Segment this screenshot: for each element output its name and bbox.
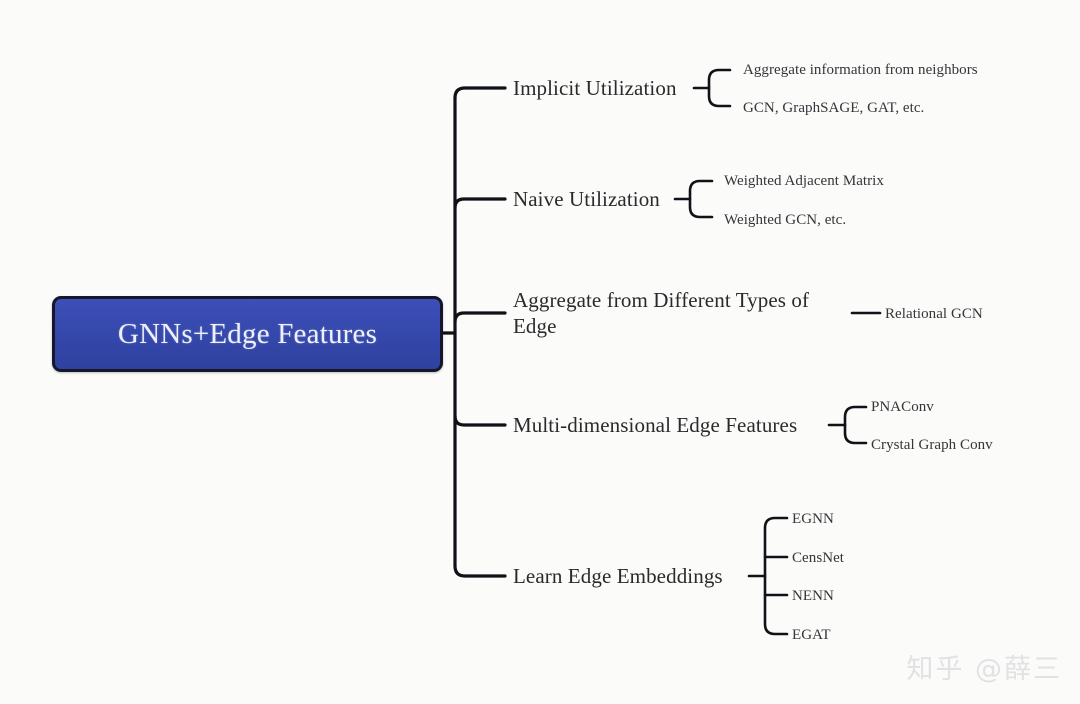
- branch-line-multi-dimensional: [453, 414, 507, 427]
- subbracket-implicit: [707, 68, 732, 108]
- subbracket-learnedge: [763, 516, 789, 636]
- branch-label-learn-edge-embeddings[interactable]: Learn Edge Embeddings: [513, 564, 723, 588]
- leaf-label-egnn[interactable]: EGNN: [792, 511, 834, 527]
- branch-label-aggregate-types[interactable]: Aggregate from Different Types of Edge: [513, 288, 810, 338]
- leaf-label-aggregate-information[interactable]: Aggregate information from neighbors: [743, 62, 978, 78]
- branch-label-multi-dimensional[interactable]: Multi-dimensional Edge Features: [513, 413, 798, 437]
- branch-line-aggregate-types: [453, 311, 507, 324]
- subbracket-multidim: [843, 405, 868, 445]
- leaf-label-relational-gcn[interactable]: Relational GCN: [885, 306, 983, 322]
- root-node[interactable]: GNNs+Edge Features: [52, 296, 443, 372]
- leaf-label-crystal-graph-conv[interactable]: Crystal Graph Conv: [871, 437, 993, 453]
- leaf-label-weighted-adjacent-matrix[interactable]: Weighted Adjacent Matrix: [724, 173, 884, 189]
- branch-line-learn-edge-embeddings: [453, 564, 507, 578]
- leaf-label-pnaconv[interactable]: PNAConv: [871, 399, 934, 415]
- root-node-label: GNNs+Edge Features: [117, 317, 378, 350]
- leaf-label-weighted-gcn[interactable]: Weighted GCN, etc.: [724, 212, 847, 228]
- leaf-label-egat[interactable]: EGAT: [792, 627, 831, 643]
- leaf-label-nenn[interactable]: NENN: [792, 588, 834, 604]
- branch-line-naive-utilization: [453, 197, 507, 210]
- subbracket-naive: [688, 179, 714, 219]
- leaf-label-censnet[interactable]: CensNet: [792, 550, 845, 566]
- branch-label-naive-utilization[interactable]: Naive Utilization: [513, 187, 660, 211]
- leaf-label-gcn-graphsage-gat[interactable]: GCN, GraphSAGE, GAT, etc.: [743, 100, 925, 116]
- branch-line-implicit-utilization: [453, 86, 507, 100]
- branch-label-implicit-utilization[interactable]: Implicit Utilization: [513, 76, 677, 100]
- watermark: 知乎 @薛三: [906, 654, 1062, 685]
